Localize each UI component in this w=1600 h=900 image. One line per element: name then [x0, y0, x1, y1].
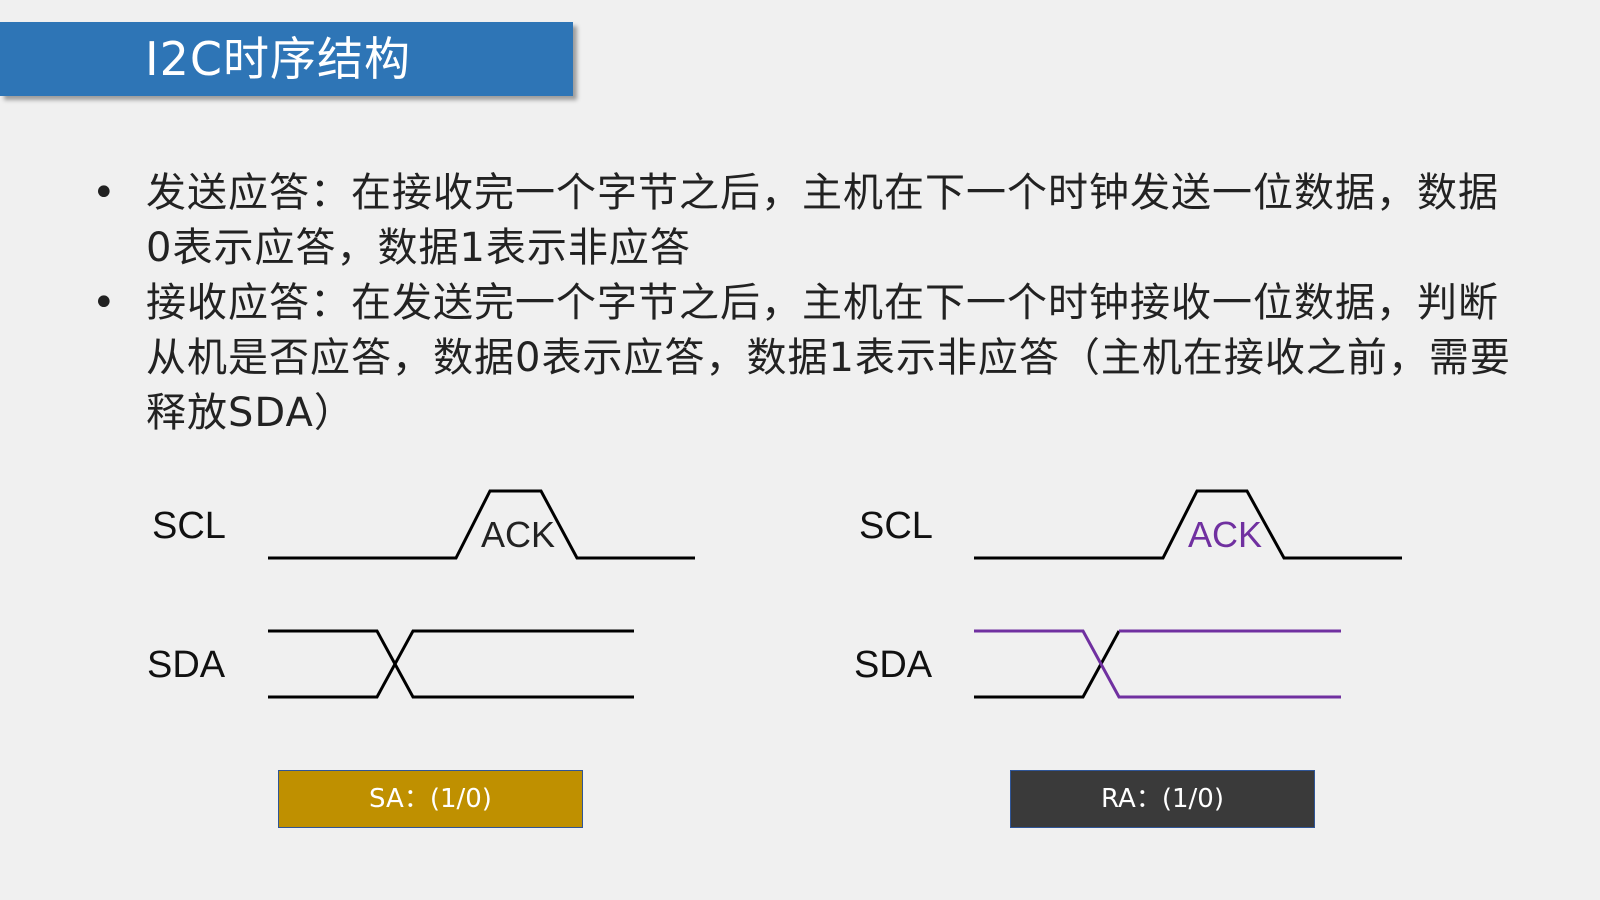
scl-waveform-receive: [974, 489, 1402, 560]
send-ack-box: SA：(1/0): [278, 770, 583, 828]
send-ack-label: SA：(1/0): [369, 784, 492, 814]
sda-label: SDA: [147, 644, 226, 686]
bullet-dot-icon: •: [92, 170, 117, 216]
slide-title: I2C时序结构: [145, 32, 411, 86]
receive-ack-box: RA：(1/0): [1010, 770, 1315, 828]
bullet-text: 发送应答：在接收完一个字节之后，主机在下一个时钟发送一位数据，数据0表示应答，数…: [146, 170, 1499, 271]
scl-label: SCL: [152, 505, 226, 547]
bullet-item: • 发送应答：在接收完一个字节之后，主机在下一个时钟发送一位数据，数据0表示应答，…: [92, 166, 1512, 276]
slide-title-bar: I2C时序结构: [0, 22, 573, 96]
sda-waveform-receive-black: [974, 630, 1121, 699]
sda-waveform-receive-purple-down: [974, 629, 1341, 699]
ack-label: ACK: [481, 514, 556, 555]
bullet-text: 接收应答：在发送完一个字节之后，主机在下一个时钟接收一位数据，判断从机是否应答，…: [146, 280, 1511, 436]
bullet-list: • 发送应答：在接收完一个字节之后，主机在下一个时钟发送一位数据，数据0表示应答，…: [92, 166, 1512, 441]
scl-waveform-send: [268, 489, 695, 560]
ack-label: ACK: [1188, 514, 1263, 555]
scl-label: SCL: [859, 505, 933, 547]
receive-ack-label: RA：(1/0): [1101, 784, 1224, 814]
bullet-item: • 接收应答：在发送完一个字节之后，主机在下一个时钟接收一位数据，判断从机是否应答…: [92, 276, 1512, 441]
sda-waveform-send-upper: [268, 629, 634, 699]
sda-waveform-send-lower: [268, 629, 634, 699]
sda-label: SDA: [854, 644, 933, 686]
bullet-dot-icon: •: [92, 280, 117, 326]
